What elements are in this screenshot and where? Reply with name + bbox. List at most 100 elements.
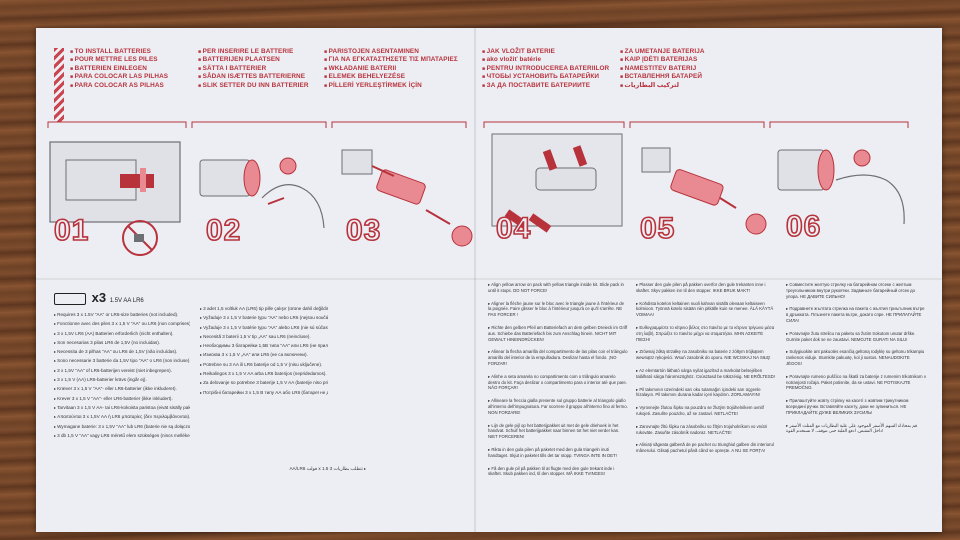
step-number-03: 03 <box>345 213 382 248</box>
instruction-item: Sulygiuokite ant pakuotės esančią gelton… <box>786 349 926 366</box>
language-heading: BATTERIJEN PLAATSEN <box>198 56 309 64</box>
language-heading: KAIP ĮDĖTI BATERIJAS <box>620 56 705 64</box>
battery-text-line: Απαιτούνται 3 x 1,5V ΑΑ ή LR6 μπαταρίες … <box>54 412 190 421</box>
language-heading: PİLLERİ YERLEŞTİRMEK İÇİN <box>324 82 458 90</box>
language-heading: ΓΙΑ ΝΑ ΕΓΚΑΤΑΣΤΗΣΕΤΕ ΤΙΣ ΜΠΑΤΑΡΙΕΣ <box>324 56 458 64</box>
step1-device <box>49 141 181 256</box>
language-heading: BATTERIEN EINLEGEN <box>70 65 168 73</box>
lang-column-2: PER INSERIRE LE BATTERIEBATTERIJEN PLAAT… <box>198 48 309 90</box>
instruction-item: Zrównaj żółtą strzałkę na zasobniku na b… <box>636 349 776 361</box>
instruction-item: Aligner la flèche jaune sur le bloc avec… <box>488 301 628 318</box>
battery-text-line: Za delovanje so potrebne 3 baterije 1,5 … <box>200 378 328 387</box>
language-heading: JAK VLOŽIT BATERIE <box>482 48 609 56</box>
instruction-item: Pil takımının üzerindeki sarı oku tutama… <box>636 387 776 399</box>
language-heading: PARA COLOCAR LAS PILHAS <box>70 73 168 81</box>
language-heading: PENTRU INTRODUCEREA BATERIILOR <box>482 65 610 73</box>
step-number-06: 06 <box>785 209 822 244</box>
fold-crease-vertical <box>474 28 476 532</box>
instruction-item: Az elemtartón látható sárga nyilat igazí… <box>636 368 776 380</box>
battery-text-line: Potrebne su 3 AA ili LR6 baterije od 1,5… <box>200 360 328 369</box>
language-heading: PER INSERIRE LE BATTERIE <box>198 48 309 56</box>
step6-device <box>777 149 905 225</box>
language-heading: ZA UMETANJE BATERIJA <box>620 48 705 56</box>
step3-device <box>341 149 473 247</box>
battery-list-1: Requires 3 x 1.5V "AA" or LR6-size batte… <box>54 310 190 440</box>
instruction-item: Совместите желтую стрелку на батарейном … <box>786 282 926 299</box>
instruction-item: Poravnajte žutu strelicu na paketu sa žu… <box>786 331 926 343</box>
language-heading: لتركيب البطاريات <box>620 82 705 90</box>
instruction-item: Ευθυγραμμίστε το κίτρινο βέλος στο πακέτ… <box>636 325 776 342</box>
battery-text-line: 3 x 1,5 V (AA) LR6-batterier krävs (ingå… <box>54 375 190 384</box>
battery-list-2: 3 adet 1,5 voltluk AA (LR6) tip pille ça… <box>200 304 328 397</box>
step-illustrations <box>47 121 909 256</box>
instruction-item: Aliniați săgeata galbenă de pe pachet cu… <box>636 442 776 454</box>
language-heading: ВСТАВЛЕННЯ БАТАРЕЙ <box>620 73 705 81</box>
language-heading: NAMESTITEV BATERIJ <box>620 65 705 73</box>
instruction-item: Allineare la freccia gialla presente sul… <box>488 398 628 415</box>
step4-device <box>491 133 623 233</box>
instruction-item: Alinhe a seta amarela no compartimento c… <box>488 374 628 391</box>
battery-text-line: Vyžaduje 3 x 1,5 V batérie typu "AA" ale… <box>200 323 328 332</box>
battery-text-line: 3 db 1,5 V "AA" vagy LR6 méretű elem szü… <box>54 431 190 440</box>
battery-text-line: Son necesarias 3 pilas LR6 de 1,5V (no i… <box>54 338 190 347</box>
instruction-sheet: TO INSTALL BATTERIESPOUR METTRE LES PILE… <box>36 28 942 532</box>
instruction-item: Kohdista kotelon keltainen nuoli kahvan … <box>636 301 776 318</box>
language-heading: ЗА ДА ПОСТАВИТЕ БАТЕРИИТЕ <box>482 82 609 90</box>
language-heading: SÄTTA I BATTERIER <box>198 65 309 73</box>
language-heading: SLIK SETTER DU INN BATTERIER <box>198 82 309 90</box>
battery-text-line: 3 adet 1,5 voltluk AA (LR6) tip pille ça… <box>200 304 328 313</box>
lang-column-1: TO INSTALL BATTERIESPOUR METTRE LES PILE… <box>70 48 168 90</box>
battery-count: x3 <box>91 290 107 305</box>
battery-text-line: Kræver 3 x 1,5 V "AA"- eller LR6-batteri… <box>54 384 190 393</box>
battery-text-line: Sono necessarie 3 batterie da 1,5V tipo … <box>54 356 190 365</box>
battery-text-line: Wymagane baterie: 3 x 1,5V "AA" lub LR6 … <box>54 422 190 431</box>
instruction-item: Poravnajte rumeno puščico na škatli za b… <box>786 374 926 391</box>
instructions-column-3: Совместите желтую стрелку на батарейном … <box>786 282 926 441</box>
step-number-01: 01 <box>53 213 90 248</box>
battery-text-line: Необходимы 3 батарейки 1,5В типа "AA" ил… <box>200 341 328 350</box>
battery-text-line: Vyžaduje 3 x 1,5 V baterie typu "AA" neb… <box>200 313 328 322</box>
instruction-item: Richte den gelben Pfeil am Batteriefach … <box>488 325 628 342</box>
language-heading: PARA COLOCAR AS PILHAS <box>70 82 168 90</box>
instruction-item: Rikta in den gula pilen på paketet med d… <box>488 447 628 459</box>
step-number-05: 05 <box>639 211 676 246</box>
battery-requirement: x3 1.5V AA LR6 <box>54 290 144 305</box>
instruction-item: Подравнете жълтата стрелка на пакета с ж… <box>786 306 926 323</box>
step-number-04: 04 <box>495 211 532 246</box>
instructions-column-2: Plasser den gule pilen på pakken overfor… <box>636 282 776 461</box>
battery-text-line: 3 x 1,5V LR6 (AA) Batterien erforderlich… <box>54 329 190 338</box>
language-heading: POUR METTRE LES PILES <box>70 56 168 64</box>
instruction-item: Plasser den gule pilen på pakken overfor… <box>636 282 776 294</box>
language-heading: ako vložiť batérie <box>482 56 609 64</box>
battery-text-line: Necessita de 3 pilhas "AA" ou LR6 de 1,5… <box>54 347 190 356</box>
language-heading: WKŁADANIE BATERII <box>324 65 458 73</box>
battery-text-line: Потрібні батарейки 3 x 1,5 В типу АА або… <box>200 388 328 397</box>
lang-column-4: JAK VLOŽIT BATERIEako vložiť batériePENT… <box>482 48 610 90</box>
lang-column-5: ZA UMETANJE BATERIJAKAIP ĮDĖTI BATERIJAS… <box>620 48 705 90</box>
instruction-item: Vyrovnejte žlutou šipku na pouzdru se žl… <box>636 405 776 417</box>
language-heading: SÅDAN ISÆTTES BATTERIERNE <box>198 73 309 81</box>
instruction-item: Zarovnajte žltú šípku na zásobníku so žl… <box>636 424 776 436</box>
language-heading: TO INSTALL BATTERIES <box>70 48 168 56</box>
instruction-item: Align yellow arrow on pack with yellow t… <box>488 282 628 294</box>
language-heading: ЧТОБЫ УСТАНОВИТЬ БАТАРЕЙКИ <box>482 73 609 81</box>
hatch-stripe-decoration <box>54 48 64 122</box>
battery-text-line: Krever 3 x 1,5 V "AA"- eller LR6-batteri… <box>54 394 190 403</box>
instruction-item: Lijn de gele pijl op het batterijpakket … <box>488 423 628 440</box>
instruction-item: Прилаштуйте жовту стрілку на касеті з жо… <box>786 398 926 415</box>
battery-text-line: Reikalingos 3 x 1,5 V AA arba LR6 bateri… <box>200 369 328 378</box>
step2-device <box>199 157 325 229</box>
step-number-02: 02 <box>205 213 242 248</box>
language-heading: ELEMEK BEHELYEZÉSE <box>324 73 458 81</box>
battery-icon <box>54 292 86 305</box>
instruction-item: Få den gule pil på pakken til at flugte … <box>488 466 628 478</box>
battery-text-line: Fonctionne avec des piles 3 x 1,5 V "AA"… <box>54 319 190 328</box>
lang-column-3: PARISTOJEN ASENTAMINENΓΙΑ ΝΑ ΕΓΚΑΤΑΣΤΗΣΕ… <box>324 48 458 90</box>
battery-text-line: Necesită 3 baterii 1,5 V tip „AA" sau LR… <box>200 332 328 341</box>
step5-device <box>641 147 767 235</box>
instructions-column-1: Align yellow arrow on pack with yellow t… <box>488 282 628 484</box>
instruction-item: Alinear la flecha amarilla del compartim… <box>488 349 628 366</box>
language-heading: PARISTOJEN ASENTAMINEN <box>324 48 458 56</box>
battery-text-line: Изисква 3 x 1,5 V „AA" или LR6 (не са вк… <box>200 350 328 359</box>
battery-text-line: Requires 3 x 1.5V "AA" or LR6-size batte… <box>54 310 190 319</box>
